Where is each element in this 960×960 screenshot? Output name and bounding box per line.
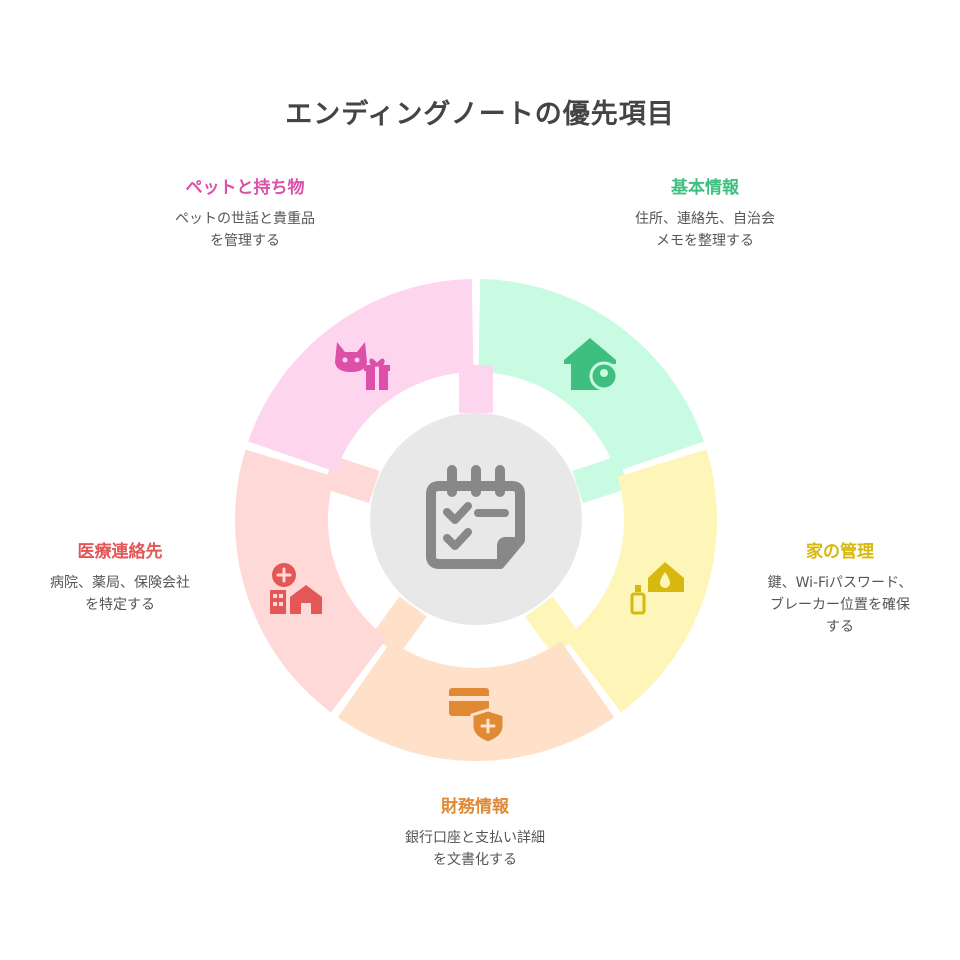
- description-line: ブレーカー位置を確保: [770, 597, 910, 613]
- page-title: エンディングノートの優先項目: [285, 99, 675, 130]
- connector-basic: [572, 455, 629, 504]
- description-line: メモを整理する: [656, 233, 754, 249]
- description-line: 銀行口座と支払い詳細: [405, 830, 545, 846]
- label-description: 病院、薬局、保険会社を特定する: [10, 572, 230, 616]
- label-heading: 医療連絡先: [77, 542, 163, 562]
- label-heading: 財務情報: [441, 797, 509, 817]
- description-line: を管理する: [210, 233, 280, 249]
- house-care-icon: [630, 562, 684, 615]
- label-medical: 医療連絡先病院、薬局、保険会社を特定する: [10, 537, 230, 616]
- label-description: 銀行口座と支払い詳細を文書化する: [370, 827, 580, 871]
- description-line: する: [826, 619, 854, 635]
- description-line: を文書化する: [433, 852, 517, 868]
- segment-home: [565, 449, 717, 713]
- center-circle: [370, 413, 582, 625]
- label-heading: ペットと持ち物: [185, 178, 305, 198]
- connector-home: [525, 596, 581, 656]
- description-line: 病院、薬局、保険会社: [50, 575, 190, 591]
- cat-gift-icon: [335, 342, 390, 390]
- label-description: 住所、連絡先、自治会メモを整理する: [600, 208, 810, 252]
- connector-finance: [371, 596, 427, 656]
- calendar-checklist-icon: [426, 465, 525, 569]
- label-finance: 財務情報銀行口座と支払い詳細を文書化する: [370, 792, 580, 871]
- label-pets: ペットと持ち物ペットの世話と貴重品を管理する: [140, 173, 350, 252]
- label-heading: 基本情報: [671, 178, 739, 198]
- hospital-icon: [270, 563, 322, 614]
- label-home: 家の管理鍵、Wi-Fiパスワード、ブレーカー位置を確保する: [745, 537, 935, 638]
- description-line: 住所、連絡先、自治会: [635, 211, 775, 227]
- description-line: 鍵、Wi-Fiパスワード、: [767, 575, 913, 591]
- connector-pets: [459, 365, 493, 413]
- segment-medical: [234, 449, 387, 713]
- label-heading: 家の管理: [806, 542, 874, 562]
- description-line: を特定する: [85, 597, 155, 613]
- description-line: ペットの世話と貴重品: [175, 211, 315, 227]
- segment-pets: [248, 279, 474, 472]
- label-description: ペットの世話と貴重品を管理する: [140, 208, 350, 252]
- label-description: 鍵、Wi-Fiパスワード、ブレーカー位置を確保する: [745, 572, 935, 638]
- label-basic: 基本情報住所、連絡先、自治会メモを整理する: [600, 173, 810, 252]
- home-location-icon: [564, 338, 619, 391]
- card-shield-icon: [449, 688, 506, 745]
